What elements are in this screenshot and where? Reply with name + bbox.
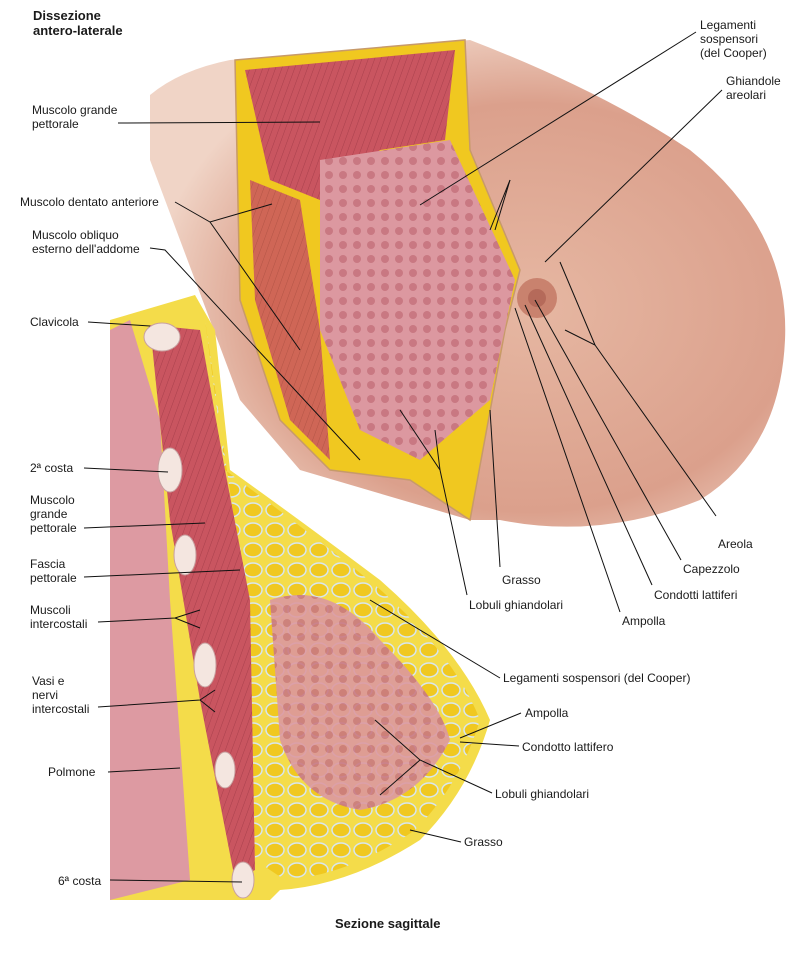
label-costa-6: 6ª costa — [58, 874, 102, 888]
label-muscolo-grande-pettorale-section: Muscolo grande pettorale — [30, 493, 77, 535]
label-ghiandole-areolari: Ghiandole areolari — [726, 74, 781, 102]
label-legamenti-section: Legamenti sospensori (del Cooper) — [503, 671, 691, 685]
label-clavicola: Clavicola — [30, 315, 79, 329]
label-ampolla-top: Ampolla — [622, 614, 666, 628]
label-muscolo-dentato: Muscolo dentato anteriore — [20, 195, 159, 209]
label-condotti-lattiferi: Condotti lattiferi — [654, 588, 738, 602]
label-areola: Areola — [718, 537, 753, 551]
label-costa-2: 2ª costa — [30, 461, 74, 475]
label-vasi-nervi: Vasi e nervi intercostali — [32, 674, 90, 716]
label-muscolo-grande-pettorale-top: Muscolo grande pettorale — [32, 103, 118, 131]
glands-top — [320, 140, 515, 460]
title-sagittal: Sezione sagittale — [335, 916, 441, 931]
label-grasso-top: Grasso — [502, 573, 541, 587]
serratus-top — [250, 180, 330, 460]
label-grasso-section: Grasso — [464, 835, 503, 849]
title-antero-lateral: Dissezione antero-laterale — [33, 8, 123, 38]
label-fascia-pettorale: Fascia pettorale — [30, 557, 77, 585]
label-capezzolo: Capezzolo — [683, 562, 740, 576]
lung — [110, 320, 190, 900]
label-lobuli-section: Lobuli ghiandolari — [495, 787, 590, 801]
label-muscolo-obliquo: Muscolo obliquo esterno dell'addome — [32, 228, 140, 256]
label-muscoli-intercostali: Muscoli intercostali — [30, 603, 88, 631]
ribs — [143, 322, 255, 899]
sagittal-glands — [270, 595, 450, 810]
label-polmone: Polmone — [48, 765, 96, 779]
leader-lines — [83, 31, 723, 883]
label-legamenti-top: Legamenti sospensori (del Cooper) — [700, 18, 767, 60]
pectoralis-major-top — [245, 50, 455, 200]
label-condotto-lattifero: Condotto lattifero — [522, 740, 614, 754]
label-lobuli-top: Lobuli ghiandolari — [469, 598, 564, 612]
label-ampolla-section: Ampolla — [525, 706, 569, 720]
